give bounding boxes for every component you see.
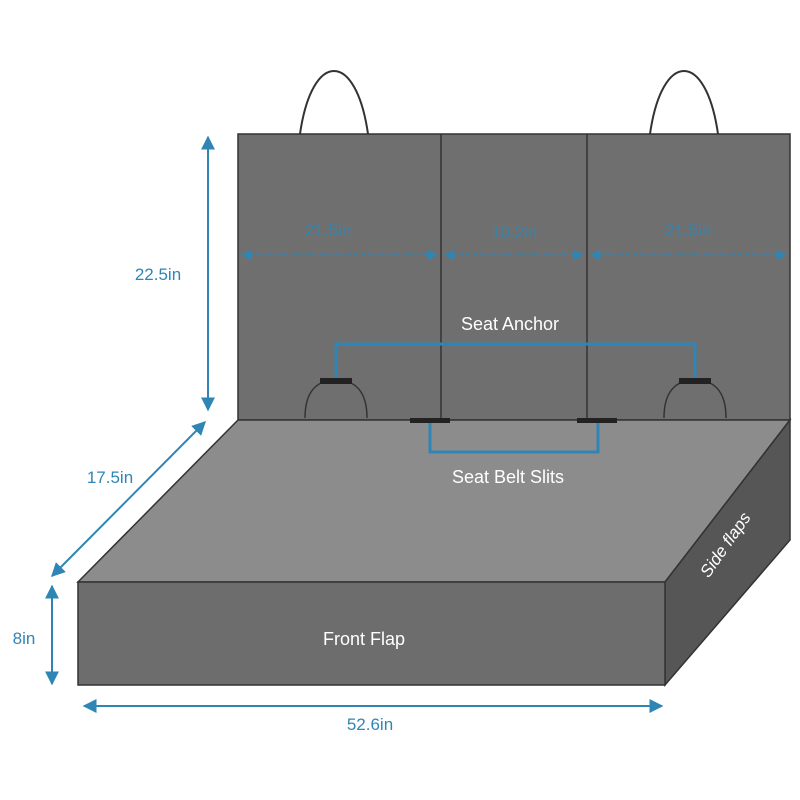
headrest-strap-left	[299, 70, 369, 135]
seat-anchor-left	[304, 378, 368, 419]
seat-depth-label: 17.5in	[87, 468, 133, 487]
front-flap	[77, 581, 666, 686]
seat-belt-slit-right	[577, 418, 617, 423]
seat-belt-slits-label: Seat Belt Slits	[452, 467, 564, 487]
headrest-strap-right	[649, 70, 719, 135]
back-height-label: 22.5in	[135, 265, 181, 284]
front-flap-label: Front Flap	[323, 629, 405, 649]
seat-anchor-connector	[334, 342, 697, 378]
back-right-width-label: 21.5in	[665, 221, 711, 240]
seat-belt-slits-connector	[428, 423, 600, 454]
seat-anchor-label: Seat Anchor	[461, 314, 559, 334]
back-center-width-label: 10.2in	[491, 223, 537, 242]
seat-anchor-right	[663, 378, 727, 419]
seat-belt-slit-left	[410, 418, 450, 423]
total-width-label: 52.6in	[347, 715, 393, 734]
back-left-width-label: 21.5in	[305, 221, 351, 240]
dimension-arrow-seat-depth	[51, 421, 206, 577]
backrest-panel	[237, 133, 791, 421]
flap-height-label: 8in	[13, 629, 36, 648]
